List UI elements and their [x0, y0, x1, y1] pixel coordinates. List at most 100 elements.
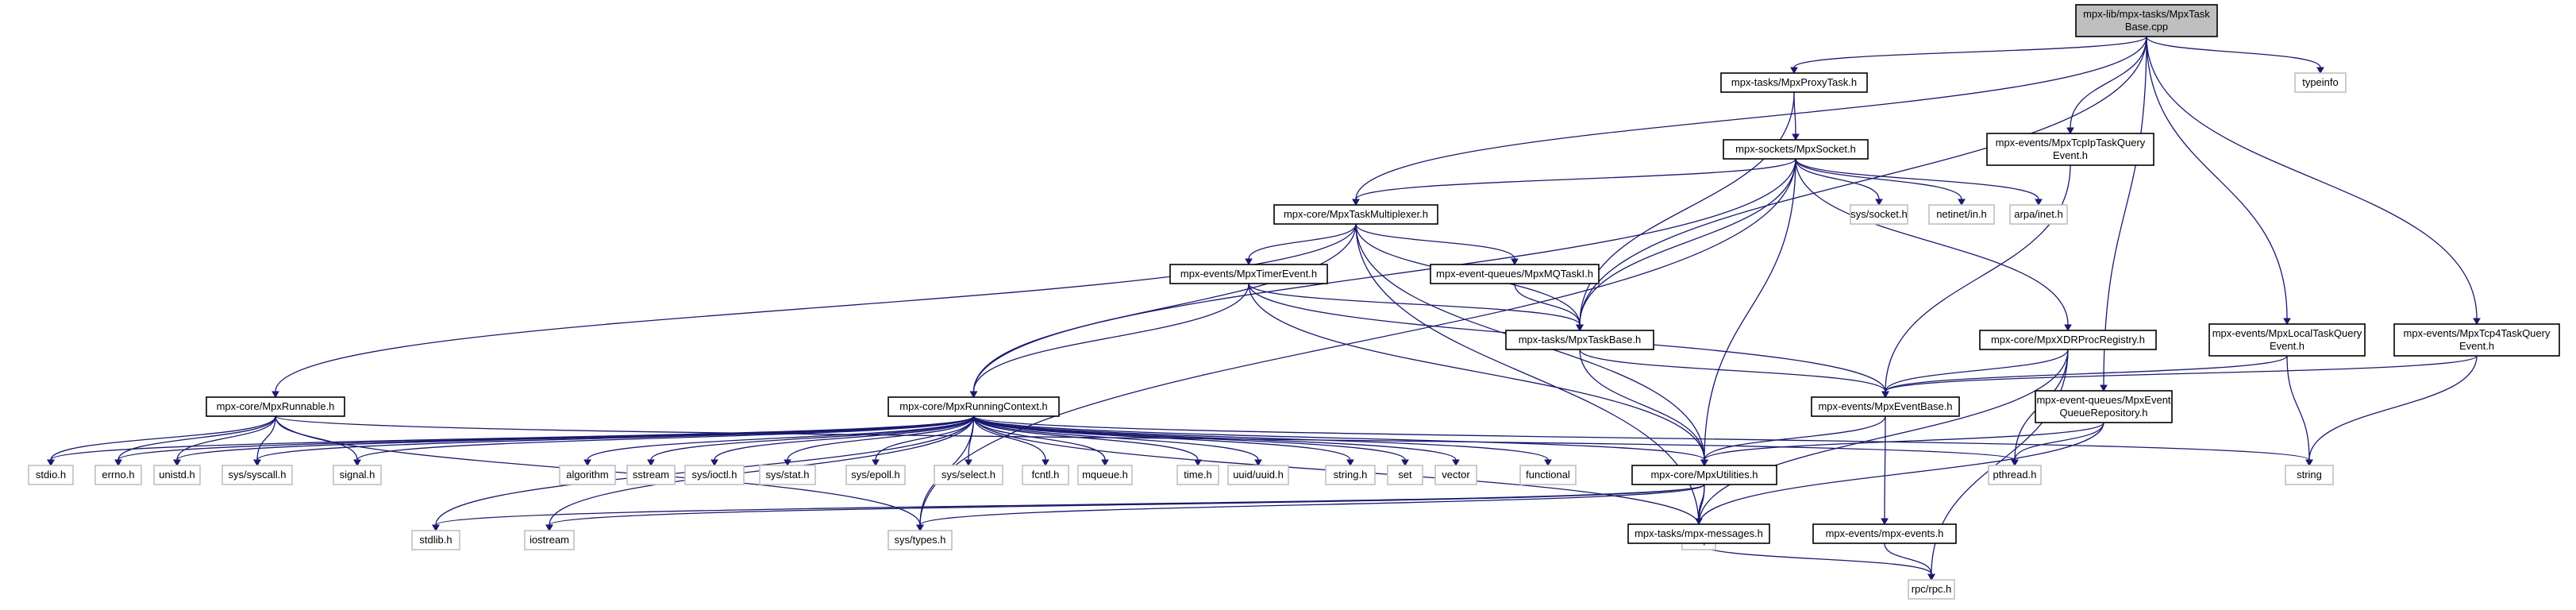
node-label: string: [2297, 469, 2322, 481]
node-label: mpx-tasks/MpxTaskBase.h: [1519, 334, 1642, 346]
node-label: arpa/inet.h: [2014, 208, 2062, 220]
edge-arrowhead: [1695, 518, 1703, 526]
node-vector: vector: [1434, 465, 1477, 485]
edge-line: [1698, 349, 2069, 526]
edge-socket-to-arpainet: [1795, 158, 2043, 207]
edge-line: [1248, 283, 1705, 461]
node-box: [934, 465, 1003, 485]
node-label: unistd.h: [159, 469, 195, 481]
edge-arrowhead: [1352, 199, 1360, 207]
node-mpx-core-mpxrunnable-h[interactable]: mpx-core/MpxRunnable.h: [206, 396, 345, 417]
edge-line: [1704, 415, 1886, 461]
node-mpx-core-mpxxdrprocregistry-h[interactable]: mpx-core/MpxXDRProcRegistry.h: [1979, 330, 2157, 350]
edge-line: [176, 415, 975, 461]
edge-arrowhead: [1452, 459, 1460, 467]
edge-socket-to-taskmux: [1352, 158, 1796, 207]
node-box: [1812, 523, 1957, 544]
edge-line: [2146, 36, 2321, 68]
node-box: [845, 465, 906, 485]
node-label: netinet/in.h: [1936, 208, 1987, 220]
edge-arrowhead: [1881, 391, 1889, 399]
node-box: [94, 465, 142, 485]
edge-line: [1704, 422, 2104, 461]
edge-line: [117, 415, 276, 461]
edge-line: [1795, 158, 2069, 326]
node-label: uuid/uuid.h: [1233, 469, 1284, 481]
node-box: [2009, 204, 2068, 225]
node-mpx-event-queues-mpxmqtaski-h[interactable]: mpx-event-queues/MpxMQTaskI.h: [1430, 264, 1600, 284]
node-box: [1325, 465, 1376, 485]
edge-xdrproc-to-eventbase: [1881, 349, 2069, 399]
node-mpx-core-mpxtaskmultiplexer-h[interactable]: mpx-core/MpxTaskMultiplexer.h: [1273, 204, 1438, 225]
node-mqueue-h: mqueue.h: [1077, 465, 1133, 485]
node-label: mpx-core/MpxUtilities.h: [1650, 469, 1758, 481]
edge-runningctx-to-uuid: [972, 415, 1262, 467]
edge-arrowhead: [1958, 199, 1966, 207]
edge-line: [1355, 36, 2147, 200]
node-mpx-tasks-mpx-messages-h[interactable]: mpx-tasks/mpx-messages.h: [1627, 523, 1770, 544]
node-label: sys/socket.h: [1850, 208, 1908, 220]
node-mpx-sockets-mpxsocket-h[interactable]: mpx-sockets/MpxSocket.h: [1723, 139, 1869, 160]
edge-arrowhead: [1792, 133, 1800, 141]
edge-arrowhead: [2283, 318, 2291, 326]
edge-root-to-typeinfo: [2146, 36, 2324, 75]
edge-line: [1579, 36, 2147, 326]
edge-line: [176, 415, 276, 461]
edge-socket-to-runningctx: [969, 158, 1796, 399]
edge-line: [2146, 36, 2478, 319]
edge-line: [1795, 158, 1962, 200]
edge-root-to-localquery: [2146, 36, 2291, 326]
node-mpx-lib-mpx-tasks-mpxtask-base-cpp[interactable]: mpx-lib/mpx-tasks/MpxTaskBase.cpp: [2075, 4, 2218, 37]
edge-line: [435, 484, 1705, 526]
edge-taskbase-to-eventbase: [1579, 349, 1889, 399]
node-label: mpx-event-queues/MpxEvent: [2036, 394, 2170, 406]
node-mpx-event-queues-mpxevent-queuerepository-h[interactable]: mpx-event-queues/MpxEventQueueRepository…: [2035, 390, 2173, 423]
node-mpx-events-mpxeventbase-h[interactable]: mpx-events/MpxEventBase.h: [1811, 396, 1960, 417]
edge-arrowhead: [271, 391, 279, 399]
edge-arrowhead: [2100, 384, 2108, 392]
node-sys-types-h: sys/types.h: [888, 530, 953, 550]
edge-line: [1248, 223, 1357, 260]
edge-taskmux-to-runnable: [271, 223, 1357, 399]
node-box: [1928, 204, 1995, 225]
node-box: [1811, 396, 1960, 417]
edge-arrowhead: [545, 524, 553, 532]
node-label: Event.h: [2270, 340, 2305, 352]
edge-arrowhead: [2305, 459, 2313, 467]
node-mpx-tasks-mpxproxytask-h[interactable]: mpx-tasks/MpxProxyTask.h: [1720, 72, 1868, 93]
node-label: mpx-events/MpxTcp4TaskQuery: [2404, 327, 2551, 339]
node-label: fcntl.h: [1032, 469, 1060, 481]
edge-arrowhead: [1245, 258, 1253, 266]
node-label: mpx-events/mpx-events.h: [1826, 527, 1944, 539]
edge-runningctx-to-syscall: [253, 415, 975, 467]
node-label: mpx-core/MpxRunnable.h: [217, 400, 335, 412]
node-mpx-tasks-mpxtaskbase-h[interactable]: mpx-tasks/MpxTaskBase.h: [1505, 330, 1654, 350]
edge-arrowhead: [916, 524, 924, 532]
node-box: [1273, 204, 1438, 225]
node-label: mpx-tasks/MpxProxyTask.h: [1731, 76, 1857, 88]
node-label: algorithm: [566, 469, 608, 481]
node-label: rpc/rpc.h: [1912, 583, 1952, 595]
edge-root-to-proxytask: [1790, 36, 2147, 75]
node-mpx-events-mpx-events-h[interactable]: mpx-events/mpx-events.h: [1812, 523, 1957, 544]
edge-line: [1884, 542, 1932, 575]
edge-arrowhead: [1346, 459, 1354, 467]
node-box: [2393, 323, 2560, 357]
edge-line: [1355, 158, 1796, 200]
node-mpx-core-mpxutilities-h[interactable]: mpx-core/MpxUtilities.h: [1631, 465, 1777, 485]
edge-line: [2014, 422, 2104, 461]
edge-root-to-tcp4query: [2146, 36, 2481, 326]
edge-runnable-to-stdio: [47, 415, 276, 467]
edge-line: [1514, 283, 1581, 326]
edge-arrowhead: [353, 459, 361, 467]
edge-line: [256, 415, 276, 461]
node-mpx-events-mpxtimerevent-h[interactable]: mpx-events/MpxTimerEvent.h: [1169, 264, 1328, 284]
node-label: set: [1398, 469, 1412, 481]
node-mpx-core-mpxrunningcontext-h[interactable]: mpx-core/MpxRunningContext.h: [888, 396, 1060, 417]
edge-line: [50, 415, 975, 461]
edge-line: [275, 415, 2016, 461]
node-label: mpx-tasks/mpx-messages.h: [1635, 527, 1763, 539]
